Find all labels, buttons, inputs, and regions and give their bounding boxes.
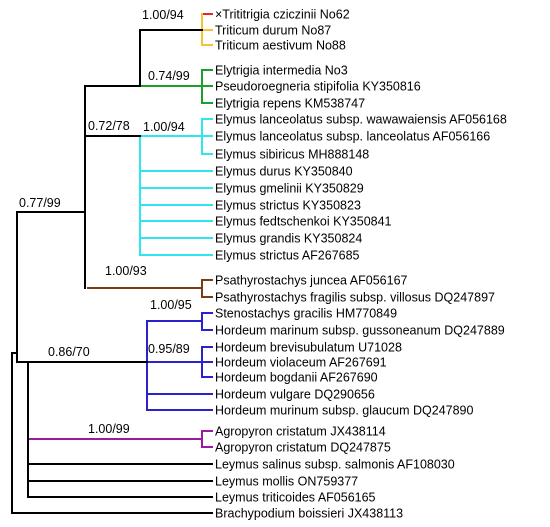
leaf-label: Leymus salinus subsp. salmonis AF108030 (215, 458, 455, 472)
leaf-label: Psathyrostachys fragilis subsp. villosus… (215, 291, 495, 305)
leaf-label: Elymus fedtschenkoi KY350841 (215, 215, 392, 229)
leaf-label: Triticum durum No87 (215, 24, 331, 38)
leaf-label: Elymus durus KY350840 (215, 165, 353, 179)
leaf-label: Hordeum murinum subsp. glaucum DQ247890 (215, 404, 474, 418)
support-hordeum-clade: 0.86/70 (48, 345, 90, 359)
branch-hordeum-sub (201, 346, 213, 378)
leaf-label: Agropyron cristatum DQ247875 (215, 441, 391, 455)
leaf-label: Triticum aestivum No88 (215, 39, 346, 53)
support-stenostachys: 1.00/95 (150, 298, 192, 312)
leaf-label: Hordeum marinum subsp. gussoneanum DQ247… (215, 324, 505, 338)
branch-backbone (11, 29, 213, 514)
support-triticeae-core: 0.77/99 (19, 196, 61, 210)
leaf-label: Elymus lanceolatus subsp. lanceolatus AF… (215, 130, 490, 144)
leaf-label: Psathyrostachys juncea AF056167 (215, 274, 408, 288)
leaf-label: Elytrigia repens KM538747 (215, 97, 365, 111)
leaf-label: Hordeum vulgare DQ290656 (215, 388, 375, 402)
leaf-label: Stenostachys gracilis HM770849 (215, 307, 397, 321)
support-triticum: 1.00/94 (142, 8, 184, 22)
leaf-label: Elymus lanceolatus subsp. wawawaiensis A… (215, 113, 507, 127)
support-elymus-main: 0.72/78 (88, 119, 130, 133)
branch-hordeum-clade (146, 320, 213, 411)
branch-agropyron-clade (27, 430, 213, 448)
support-hordeum-sub: 0.95/89 (148, 342, 190, 356)
branch-elymus-sub (201, 118, 213, 155)
support-elymus-sub: 1.00/94 (143, 120, 185, 134)
support-agropyron: 1.00/99 (88, 422, 130, 436)
branch-psathyrostachys-clade (87, 279, 213, 298)
leaf-label: Pseudoroegneria stipifolia KY350816 (215, 80, 421, 94)
leaf-label: Elymus strictus KY350823 (215, 199, 361, 213)
leaf-label: Hordeum bogdanii AF267690 (215, 371, 378, 385)
branch-stenostachys (201, 312, 213, 331)
branch-elymus-main (139, 135, 213, 256)
support-elytrigia: 0.74/99 (148, 69, 190, 83)
leaf-label: Hordeum violaceum AF267691 (215, 356, 387, 370)
leaf-label: Leymus mollis ON759377 (215, 475, 358, 489)
branch-triticum-clade (201, 13, 213, 46)
leaf-label: Elymus grandis KY350824 (215, 232, 362, 246)
branch-elytrigia-clade (84, 69, 213, 104)
leaf-label: Elytrigia intermedia No3 (215, 64, 348, 78)
leaf-label: Leymus triticoides AF056165 (215, 491, 376, 505)
leaf-label: Agropyron cristatum JX438114 (215, 425, 386, 439)
support-psathyrostachys: 1.00/93 (105, 264, 147, 278)
leaf-label: Elymus sibiricus MH888148 (215, 148, 369, 162)
leaf-label: Hordeum brevisubulatum U71028 (215, 341, 402, 355)
leaf-label: ×Trititrigia cziczinii No62 (215, 8, 350, 22)
leaf-label: Elymus strictus AF267685 (215, 249, 360, 263)
leaf-label: Brachypodium boissieri JX438113 (215, 507, 403, 521)
leaf-label: Elymus gmelinii KY350829 (215, 182, 364, 196)
